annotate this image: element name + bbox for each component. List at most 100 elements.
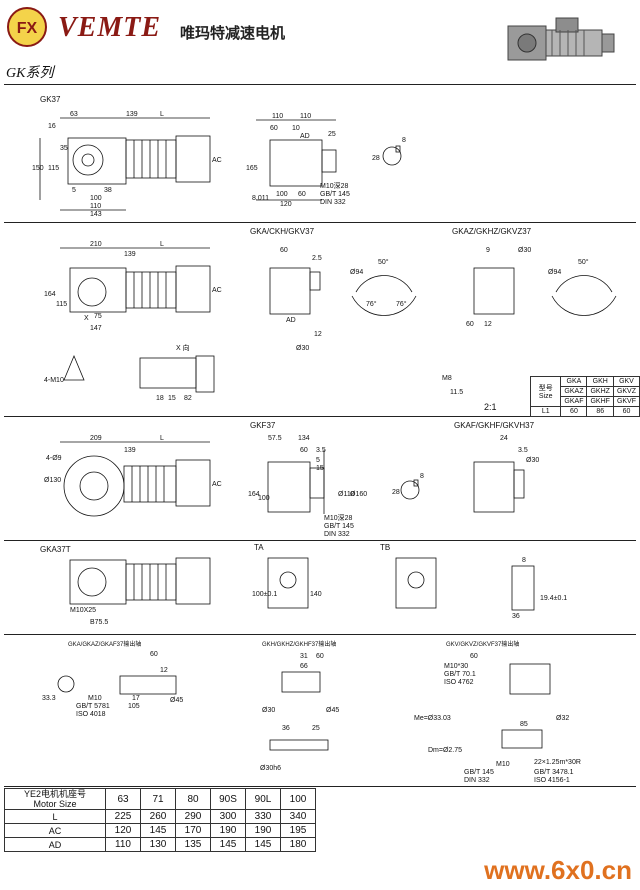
svg-text:10: 10	[292, 125, 300, 132]
divider	[4, 540, 636, 541]
svg-text:19.4±0.1: 19.4±0.1	[540, 595, 567, 602]
table-cell: 190	[210, 823, 246, 838]
svg-text:36: 36	[512, 613, 520, 620]
table-cell: GKVZ	[612, 386, 640, 397]
svg-text:100±0.1: 100±0.1	[252, 591, 277, 598]
svg-text:M10: M10	[496, 761, 510, 768]
svg-text:4-Ø9: 4-Ø9	[46, 455, 62, 462]
section-title-gkaz: GKAZ/GKHZ/GKVZ37	[452, 227, 532, 236]
product-photo	[500, 8, 620, 70]
svg-text:AC: AC	[212, 287, 222, 294]
table-cell: GKH	[586, 376, 614, 387]
svg-text:Ø45: Ø45	[170, 697, 183, 704]
table-cell: 340	[280, 809, 316, 824]
svg-text:11.5: 11.5	[450, 389, 463, 396]
shaft-v-drawing	[501, 663, 551, 749]
svg-text:Ø45: Ø45	[326, 707, 339, 714]
column-header: 90S	[210, 788, 246, 810]
gk37-side-view	[39, 117, 211, 211]
svg-text:25: 25	[328, 131, 336, 138]
svg-text:60: 60	[470, 653, 478, 660]
svg-text:82: 82	[184, 395, 192, 402]
svg-text:L: L	[160, 111, 164, 118]
table-cell: 170	[175, 823, 211, 838]
section-title-tb: TB	[380, 543, 390, 552]
divider	[4, 634, 636, 635]
svg-text:85: 85	[520, 721, 528, 728]
row-label: AC	[4, 823, 106, 838]
svg-text:110: 110	[272, 113, 283, 120]
section-title-gkaf: GKAF/GKHF/GKVH37	[454, 421, 535, 430]
tb-view	[395, 557, 535, 611]
svg-text:8: 8	[522, 557, 526, 564]
svg-text:143: 143	[90, 211, 102, 218]
svg-text:AC: AC	[212, 157, 222, 164]
svg-text:DIN 332: DIN 332	[464, 777, 490, 784]
svg-text:M10深28: M10深28	[324, 513, 353, 522]
svg-text:M10X25: M10X25	[70, 607, 96, 614]
svg-text:147: 147	[90, 325, 102, 332]
table-cell: 195	[280, 823, 316, 838]
table-cell: 145	[245, 837, 281, 852]
svg-text:B75.5: B75.5	[90, 619, 108, 626]
svg-text:8: 8	[402, 137, 406, 144]
svg-text:M10: M10	[88, 695, 102, 702]
svg-text:35: 35	[60, 145, 68, 152]
gkf-front-view	[267, 450, 325, 514]
table-cell: 60	[560, 406, 588, 417]
table-cell: 145	[140, 823, 176, 838]
svg-text:120: 120	[280, 201, 292, 208]
svg-text:2.5: 2.5	[312, 255, 322, 262]
motor-size-header-en: Motor Size	[33, 799, 77, 809]
table-row: 型号 Size GKA GKH GKV	[529, 376, 640, 407]
table-cell: GKAF	[560, 396, 588, 407]
svg-text:8.011: 8.011	[252, 195, 269, 202]
svg-text:4-M10: 4-M10	[44, 377, 64, 384]
svg-text:Ø30: Ø30	[518, 247, 531, 254]
gka-side-view	[60, 247, 211, 313]
svg-text:Ø130: Ø130	[44, 477, 61, 484]
svg-text:X: X	[84, 315, 89, 322]
column-header: 90L	[245, 788, 281, 810]
table-cell: 330	[245, 809, 281, 824]
svg-text:AD: AD	[300, 133, 310, 140]
svg-text:GB/T 5781: GB/T 5781	[76, 703, 110, 710]
svg-text:ISO 4018: ISO 4018	[76, 711, 106, 718]
divider	[4, 416, 636, 417]
svg-text:150: 150	[32, 165, 44, 172]
svg-text:24: 24	[500, 435, 508, 442]
section-title-gkf: GKF37	[250, 421, 276, 430]
table-cell: GKA	[560, 376, 588, 387]
table-cell: 190	[245, 823, 281, 838]
svg-text:57.5: 57.5	[268, 435, 282, 442]
svg-text:66: 66	[300, 663, 308, 670]
brand-logo: FX	[6, 6, 48, 48]
table-cell: 260	[140, 809, 176, 824]
svg-text:63: 63	[70, 111, 78, 118]
svg-text:5: 5	[72, 187, 76, 194]
brand-name: VEMTE	[58, 12, 162, 43]
svg-text:164: 164	[44, 291, 56, 298]
svg-text:Ø30: Ø30	[526, 457, 539, 464]
brand-name-cn: 唯玛特减速电机	[180, 26, 286, 42]
gk37-key-detail	[382, 145, 402, 166]
svg-text:60: 60	[150, 651, 158, 658]
table-cell: 110	[105, 837, 141, 852]
svg-text:AD: AD	[286, 317, 296, 324]
svg-text:18: 18	[156, 395, 164, 402]
svg-text:164: 164	[248, 491, 260, 498]
motor-size-table: YE2电机机座号 Motor Size 63 71 80 90S 90L 100…	[4, 788, 316, 852]
table-cell: GKV	[612, 376, 640, 387]
table-cell: 135	[175, 837, 211, 852]
row-label: AD	[4, 837, 106, 852]
row-label: L	[4, 809, 106, 824]
svg-text:75: 75	[94, 313, 102, 320]
gkaz-front-view	[473, 267, 617, 316]
svg-text:15: 15	[168, 395, 176, 402]
svg-text:Me=Ø33.03: Me=Ø33.03	[414, 715, 451, 722]
svg-text:115: 115	[56, 301, 67, 308]
ta-view	[267, 557, 309, 609]
table-cell: 130	[140, 837, 176, 852]
svg-text:15: 15	[316, 465, 324, 472]
svg-text:Ø30: Ø30	[262, 707, 275, 714]
